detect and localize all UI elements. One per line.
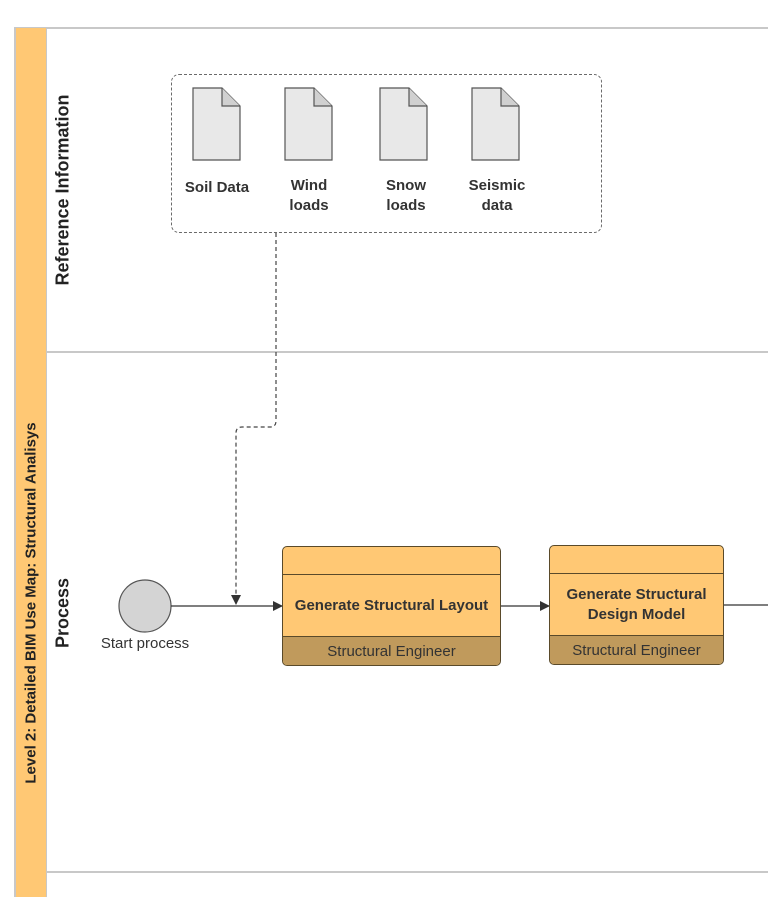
lane-separator: [47, 871, 768, 873]
pool-header: [14, 28, 47, 897]
task-generate-structural-design-model[interactable]: Generate Structural Design Model Structu…: [549, 545, 724, 665]
task-header-band: [550, 546, 723, 574]
reference-group: [171, 74, 602, 233]
task-title: Generate Structural Layout: [294, 597, 489, 614]
document-label: Snow loads: [386, 177, 426, 214]
task-role: Structural Engineer: [283, 636, 500, 665]
start-event[interactable]: [118, 579, 172, 633]
pool-top-border: [14, 27, 768, 29]
task-role: Structural Engineer: [550, 635, 723, 664]
task-generate-structural-layout[interactable]: Generate Structural Layout Structural En…: [282, 546, 501, 666]
document-icon[interactable]: [192, 87, 241, 161]
document-label: Wind loads: [289, 177, 329, 214]
association-connector[interactable]: [231, 233, 277, 605]
lane-separator: [47, 351, 768, 353]
start-event-label: Start process: [100, 635, 190, 652]
task-header-band: [283, 547, 500, 575]
document-label: Soil Data: [184, 179, 250, 196]
document-icon[interactable]: [471, 87, 520, 161]
document-icon[interactable]: [379, 87, 428, 161]
document-icon[interactable]: [284, 87, 333, 161]
task-title: Generate Structural Design Model: [566, 586, 707, 623]
document-label: Seismic data: [468, 177, 526, 214]
